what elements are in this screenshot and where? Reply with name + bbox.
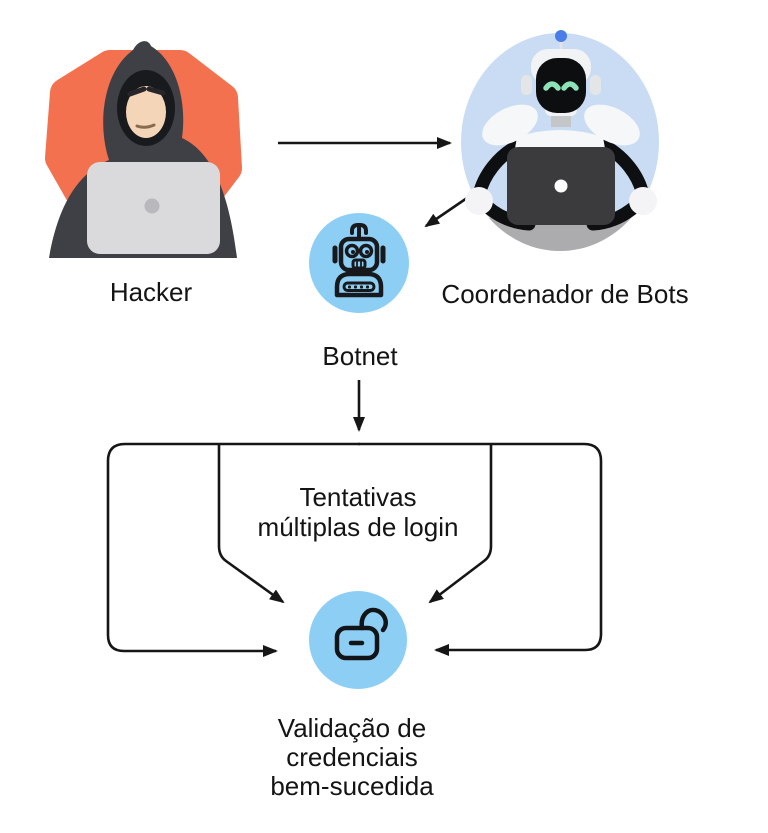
- validation-icon: [309, 591, 407, 689]
- flow-inner-left-arrow: [217, 444, 285, 604]
- robot-left-shoulder: [482, 104, 538, 146]
- robot-left-hand: [465, 187, 493, 215]
- robot-antenna-dot: [555, 30, 567, 42]
- hacker-label: Hacker: [109, 277, 193, 307]
- hacker-mouth: [135, 123, 156, 129]
- arrow-coordinator-to-botnet: [424, 196, 468, 228]
- hacker-laptop-logo: [144, 198, 160, 214]
- open-padlock-icon: [334, 607, 388, 661]
- coordinator-label: Coordenador de Bots: [441, 279, 689, 309]
- robot-right-ear: [590, 75, 601, 95]
- robot-laptop-logo: [554, 179, 568, 193]
- validation-label: Validação de credenciais bem-sucedida: [270, 714, 433, 801]
- botnet-icon: [309, 213, 409, 313]
- validation-label-line1: Validação de: [277, 713, 427, 743]
- hacker-eyebrows: [127, 86, 166, 97]
- attempts-label-line1: Tentativas: [299, 482, 417, 512]
- flow-outer-left-arrow: [106, 442, 360, 657]
- robot-right-shoulder: [584, 104, 640, 146]
- coordinator-illustration: [461, 30, 659, 251]
- robot-eyes: [543, 81, 579, 91]
- flow-outer-right-arrow: [358, 442, 603, 656]
- validation-label-line3: bem-sucedida: [270, 771, 434, 801]
- flow-inner-right-arrow: [428, 444, 493, 604]
- hacker-illustration: [45, 41, 242, 258]
- attempts-label: Tentativas múltiplas de login: [258, 482, 459, 542]
- robot-right-hand: [629, 187, 657, 215]
- robot-face: [536, 58, 586, 113]
- attempts-label-line2: múltiplas de login: [257, 512, 459, 542]
- validation-label-line2: credenciais: [286, 742, 418, 772]
- lock-circle-background: [309, 591, 407, 689]
- robot-head-icon: [332, 223, 386, 298]
- botnet-label: Botnet: [322, 341, 398, 371]
- botnet-circle-background: [309, 213, 409, 313]
- robot-left-ear: [521, 75, 532, 95]
